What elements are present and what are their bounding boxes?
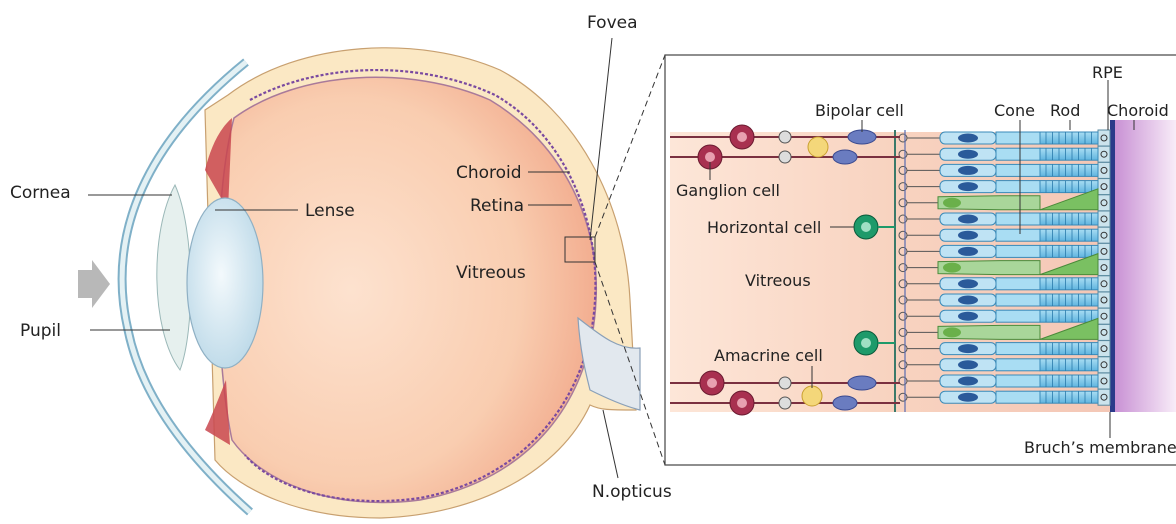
bruchs-membrane-band xyxy=(1110,120,1115,412)
rpe-cell xyxy=(1098,260,1110,276)
rpe-cell xyxy=(1098,146,1110,162)
choroid-band xyxy=(1114,120,1176,412)
rpe-cell xyxy=(1098,276,1110,292)
eyeball xyxy=(122,48,640,518)
rpe-cell xyxy=(1098,211,1110,227)
light-arrow-icon xyxy=(78,260,110,308)
rpe-cell xyxy=(1098,373,1110,389)
bipolar-cell-label: Bipolar cell xyxy=(815,101,904,120)
bipolar-cell xyxy=(833,150,857,164)
vitreous-left-label: Vitreous xyxy=(456,263,526,283)
amacrine-cell xyxy=(808,137,828,157)
rod-label: Rod xyxy=(1050,101,1080,120)
bipolar-cell xyxy=(833,396,857,410)
rpe-cell xyxy=(1098,243,1110,259)
pupil-label: Pupil xyxy=(20,321,61,341)
fovea-label: Fovea xyxy=(587,13,638,33)
vitreous-right-label: Vitreous xyxy=(745,271,811,290)
amacrine-cell-label: Amacrine cell xyxy=(714,346,823,365)
lense-label: Lense xyxy=(305,201,355,221)
rpe-cell xyxy=(1098,130,1110,146)
rpe-cell xyxy=(1098,357,1110,373)
rpe-cell xyxy=(1098,292,1110,308)
rpe-label: RPE xyxy=(1092,63,1123,82)
n-opticus-label: N.opticus xyxy=(592,482,672,502)
bipolar-cell xyxy=(848,376,876,390)
rpe-cell xyxy=(1098,389,1110,405)
cone-label: Cone xyxy=(994,101,1035,120)
horizontal-cell-label: Horizontal cell xyxy=(707,218,821,237)
choroid-left-label: Choroid xyxy=(456,163,522,183)
retina-label: Retina xyxy=(470,196,524,216)
ganglion-cell-label: Ganglion cell xyxy=(676,181,780,200)
choroid-right-label: Choroid xyxy=(1107,101,1169,120)
bipolar-cell xyxy=(848,130,876,144)
amacrine-cell xyxy=(802,386,822,406)
rpe-cell xyxy=(1098,227,1110,243)
rpe-cell xyxy=(1098,179,1110,195)
rpe-cell xyxy=(1098,324,1110,340)
rpe-cell xyxy=(1098,341,1110,357)
cornea-label: Cornea xyxy=(10,183,71,203)
rpe-cell xyxy=(1098,195,1110,211)
rpe-cell xyxy=(1098,308,1110,324)
retina-zoom-panel xyxy=(665,55,1176,465)
rpe-layer xyxy=(1098,130,1110,405)
bruchs-membrane-label: Bruch’s membrane xyxy=(1024,438,1176,457)
rpe-cell xyxy=(1098,162,1110,178)
